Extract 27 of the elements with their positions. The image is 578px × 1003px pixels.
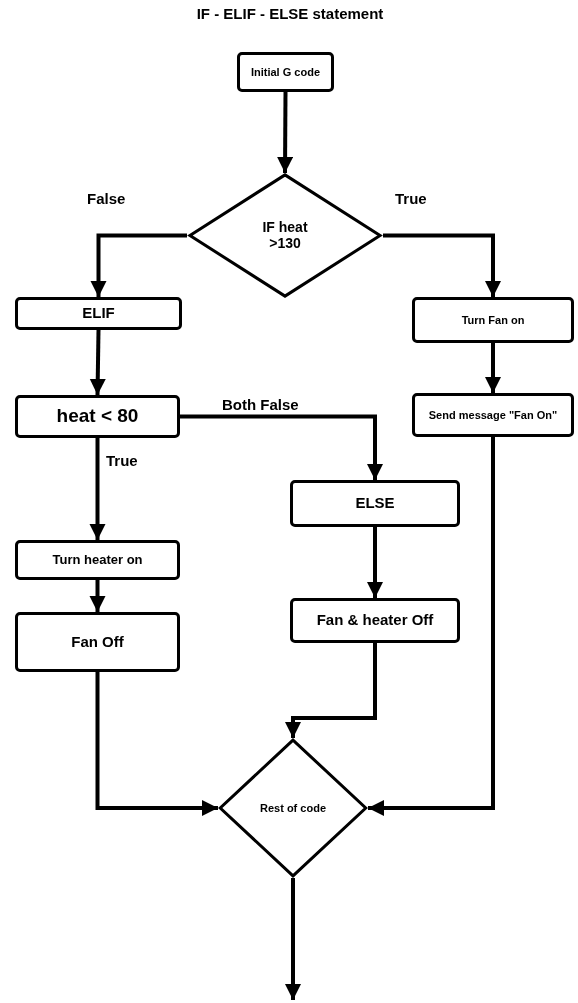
arrow [485, 343, 501, 393]
arrow [180, 414, 383, 480]
arrow [89, 580, 106, 612]
process-box: Send message "Fan On" [412, 393, 574, 437]
title: IF - ELIF - ELSE statement [195, 4, 385, 24]
edge-label: Both False [220, 396, 301, 413]
decision-text: Rest of code [259, 801, 327, 815]
arrow [368, 437, 495, 816]
arrow [285, 878, 301, 1000]
arrow [367, 527, 383, 598]
process-box: Fan & heater Off [290, 598, 460, 643]
edge-label: False [85, 190, 128, 207]
arrow [89, 329, 106, 396]
process-box: Turn heater on [15, 540, 180, 580]
process-box: ELSE [290, 480, 460, 527]
arrow [277, 92, 294, 173]
arrow [383, 233, 501, 297]
arrow [90, 233, 187, 297]
process-box: ELIF [15, 297, 182, 330]
process-box: Initial G code [237, 52, 334, 92]
decision-text: IF heat >130 [261, 220, 309, 251]
process-box: Fan Off [15, 612, 180, 672]
process-box: heat < 80 [15, 395, 180, 438]
process-box: Turn Fan on [412, 297, 574, 343]
arrow [95, 672, 218, 816]
arrow [89, 438, 106, 540]
arrow [285, 643, 377, 738]
